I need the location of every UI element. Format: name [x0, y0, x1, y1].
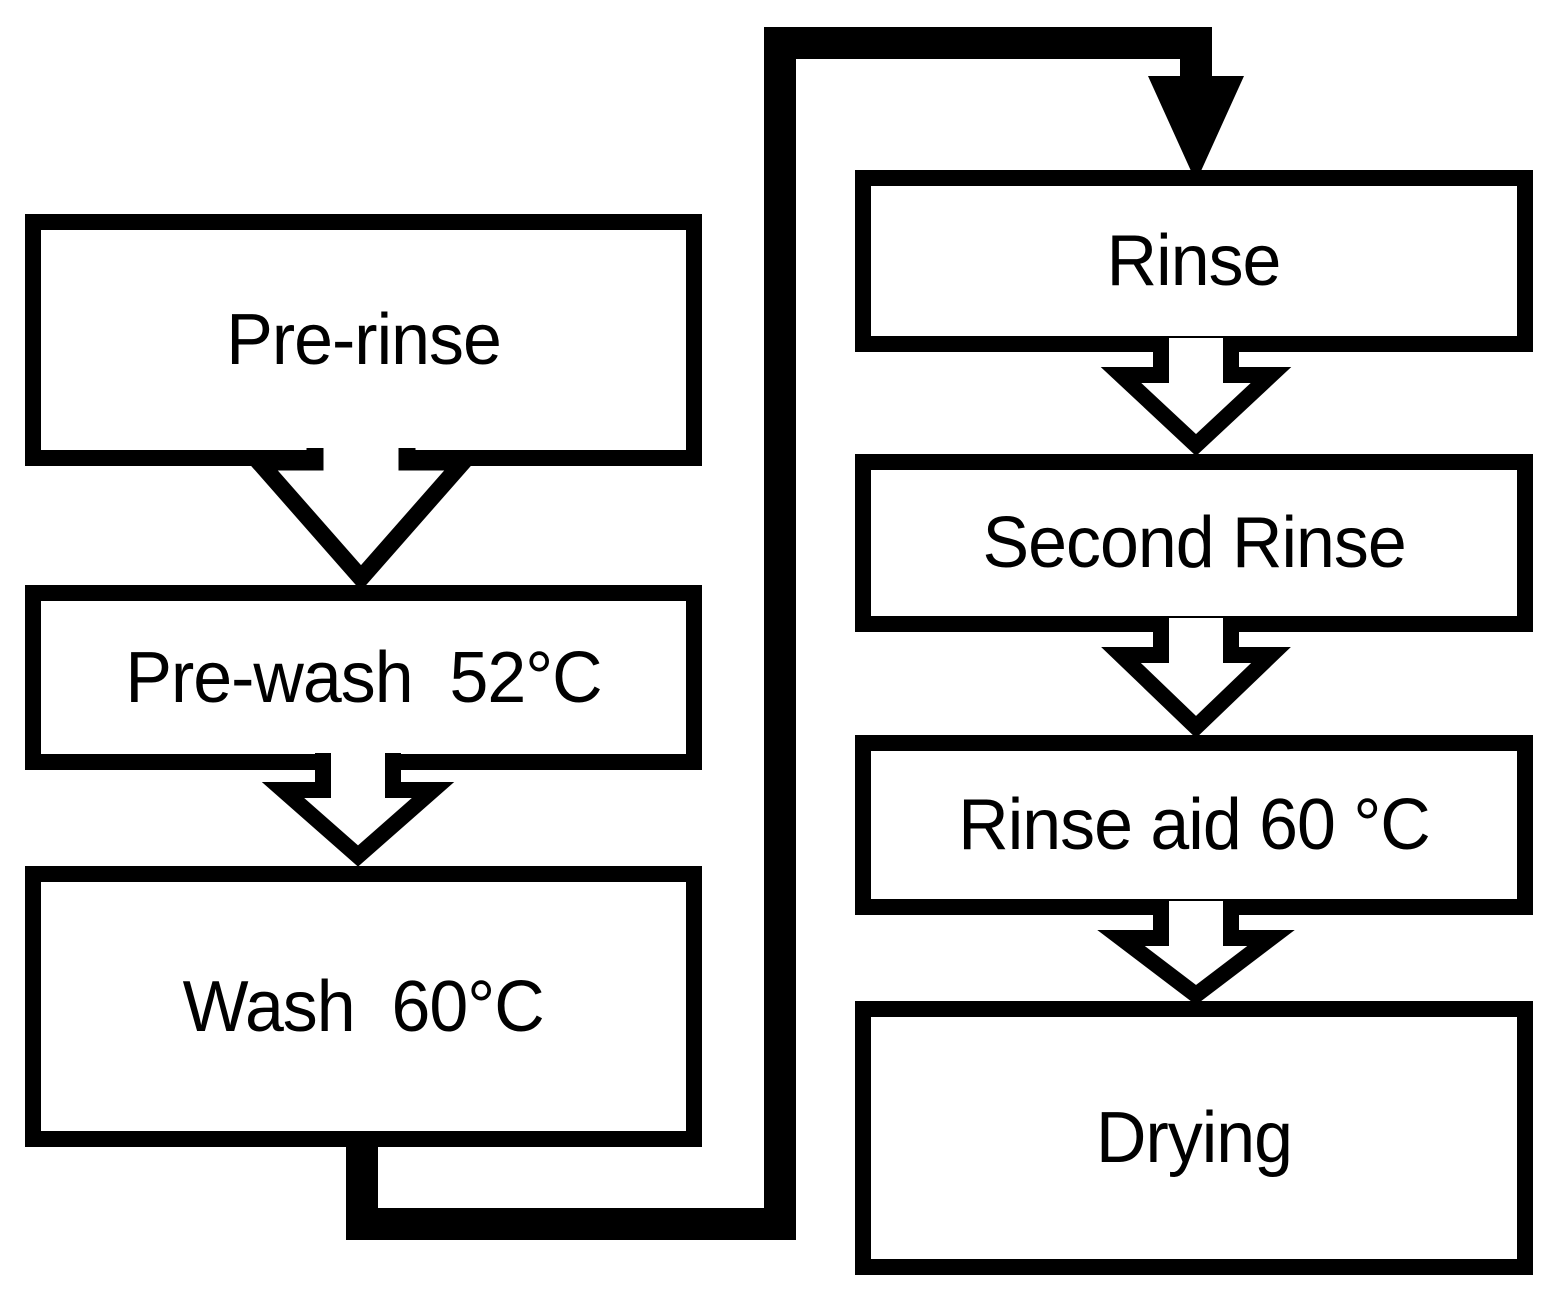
process-label-wash: Wash 60°C [182, 966, 545, 1047]
process-box-wash: Wash 60°C [25, 866, 702, 1147]
process-label-rinse-aid: Rinse aid 60 °C [958, 785, 1430, 865]
process-label-pre-wash: Pre-wash 52°C [125, 637, 602, 718]
process-box-pre-wash: Pre-wash 52°C [25, 585, 702, 770]
down-arrow-icon-rinse-aid-to-drying [1097, 901, 1295, 1006]
process-box-rinse: Rinse [855, 170, 1533, 352]
process-label-pre-rinse: Pre-rinse [226, 300, 502, 380]
process-box-rinse-aid: Rinse aid 60 °C [855, 735, 1533, 915]
down-arrow-icon-rinse-to-second-rinse [1100, 338, 1292, 456]
process-label-drying: Drying [1095, 1098, 1293, 1178]
down-arrow-icon-pre-rinse-to-pre-wash [240, 448, 482, 591]
process-box-drying: Drying [855, 1001, 1533, 1275]
process-box-second-rinse: Second Rinse [855, 454, 1533, 632]
elbow-connector-arrowhead-icon [1148, 76, 1244, 182]
down-arrow-icon-second-rinse-to-rinse-aid [1101, 618, 1291, 739]
process-label-rinse: Rinse [1107, 221, 1282, 301]
process-box-pre-rinse: Pre-rinse [25, 214, 702, 466]
process-label-second-rinse: Second Rinse [982, 503, 1406, 583]
